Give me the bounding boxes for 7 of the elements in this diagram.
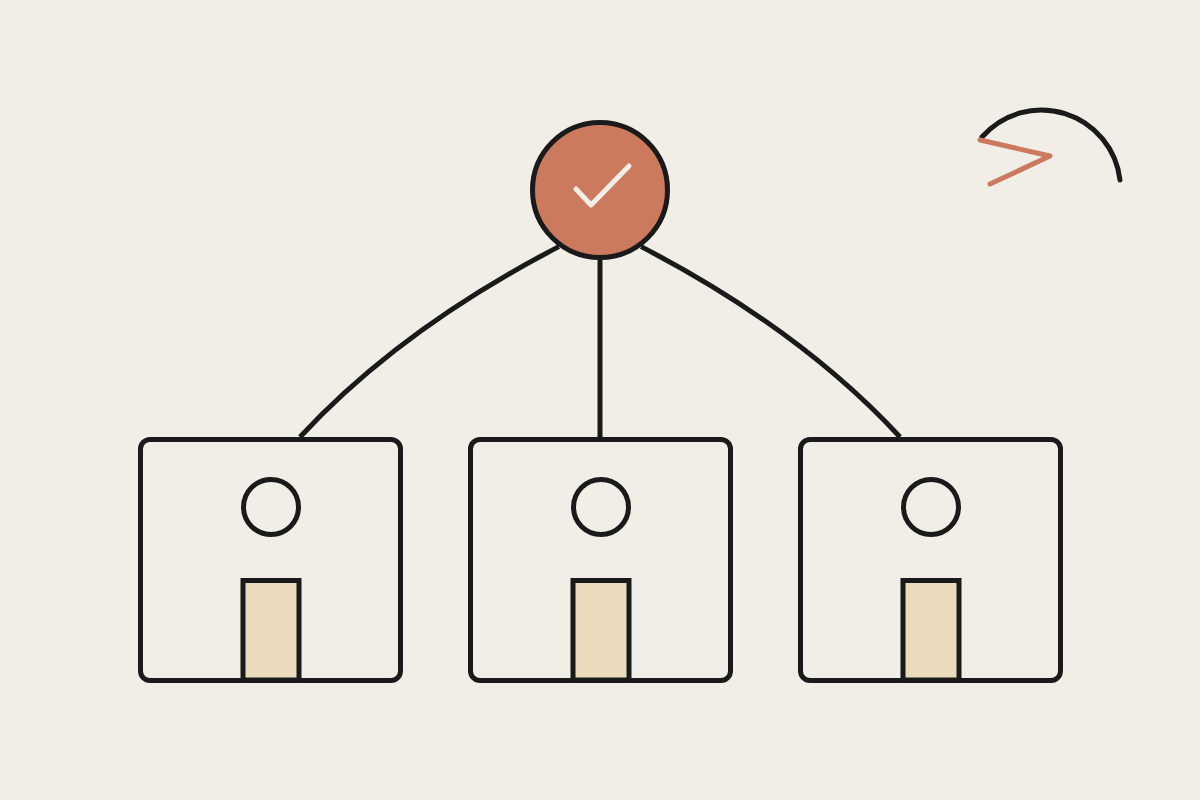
connector-line [639,244,902,439]
connector-line [298,244,561,439]
circle-node [530,120,670,260]
connector-line [597,260,603,437]
box-node [468,437,733,683]
box-node [798,437,1063,683]
box-node [138,437,403,683]
